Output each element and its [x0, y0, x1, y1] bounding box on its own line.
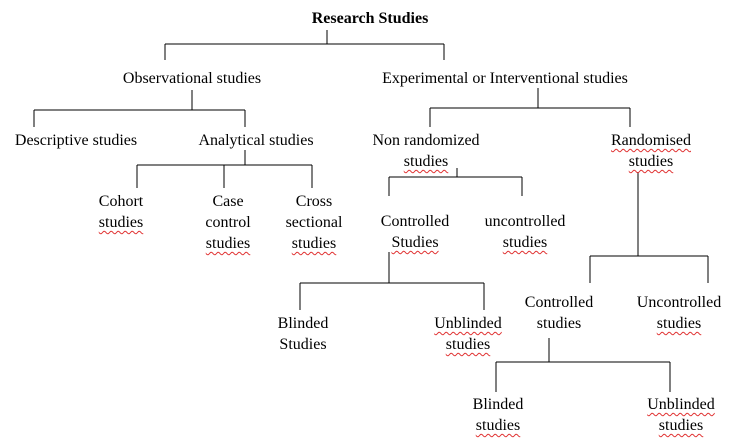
node-controlled-studies-nr: Controlled Studies — [380, 213, 450, 251]
connector-controlled-r — [495, 338, 671, 392]
node-controlled-studies-r: Controlled studies — [524, 294, 594, 332]
node-descriptive-studies: Descriptive studies — [14, 132, 138, 149]
connector-randomised — [589, 172, 709, 283]
node-non-randomized-studies: Non randomized studies — [372, 132, 480, 170]
node-experimental-studies: Experimental or Interventional studies — [382, 70, 628, 87]
node-research-studies: Research Studies — [311, 10, 429, 27]
connector-observational — [33, 90, 246, 127]
node-cohort-studies: Cohort studies — [98, 193, 144, 231]
node-blinded-studies-nr: Blinded Studies — [277, 315, 329, 353]
node-unblinded-studies-r: Unblinded studies — [647, 396, 715, 434]
node-randomised-studies: Randomised studies — [611, 132, 691, 170]
node-blinded-studies-r: Blinded studies — [472, 396, 524, 434]
node-case-control-studies: Case control studies — [205, 193, 251, 252]
node-uncontrolled-studies-r: Uncontrolled studies — [636, 294, 722, 332]
node-uncontrolled-studies-nr: uncontrolled studies — [484, 213, 566, 251]
connector-experimental — [429, 88, 631, 127]
connector-non-randomized — [388, 168, 523, 196]
node-observational-studies: Observational studies — [122, 70, 262, 87]
node-cross-sectional-studies: Cross sectional studies — [285, 193, 343, 252]
node-analytical-studies: Analytical studies — [198, 132, 314, 149]
connector-root — [164, 30, 445, 60]
node-unblinded-studies-nr: Unblinded studies — [434, 315, 502, 353]
connector-controlled-nr — [299, 252, 485, 310]
connector-analytical — [136, 150, 313, 188]
